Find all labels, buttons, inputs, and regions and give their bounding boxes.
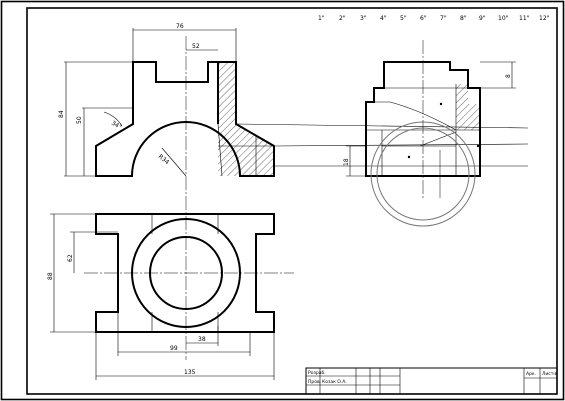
dim-38: 38 xyxy=(198,336,206,343)
projection-line-2 xyxy=(273,143,529,147)
title-block-frame xyxy=(305,367,558,395)
tb-row1-label: Розраб. xyxy=(308,370,326,376)
tb-sheet-label: Арк. xyxy=(526,371,536,377)
dim-99: 99 xyxy=(170,345,178,352)
side-dimensions: 8 18 xyxy=(343,61,516,177)
header-label-5: 5" xyxy=(400,15,407,22)
tb-row2-label: Пров. xyxy=(308,379,321,385)
dim-88: 88 xyxy=(47,272,54,280)
dim-arc-34deg xyxy=(103,111,123,127)
side-point-2 xyxy=(407,155,411,159)
header-label-7: 7" xyxy=(440,15,447,22)
dim-18: 18 xyxy=(343,158,350,166)
side-view xyxy=(365,40,481,227)
front-section-hatch xyxy=(218,62,274,176)
projection-line-1 xyxy=(235,123,529,129)
dim-52: 52 xyxy=(192,43,200,50)
front-section-line-2 xyxy=(217,123,223,177)
dim-34deg: 34° xyxy=(110,120,123,131)
front-view xyxy=(95,36,275,360)
front-dimensions: 76 52 84 50 34° R34 xyxy=(58,23,237,177)
tb-sheets-label: Листів xyxy=(542,371,558,377)
header-label-11: 11" xyxy=(519,15,530,22)
dim-76: 76 xyxy=(176,23,184,30)
header-label-3: 3" xyxy=(360,15,367,22)
side-point-3 xyxy=(476,144,480,148)
dim-135: 135 xyxy=(184,369,196,376)
header-label-12: 12" xyxy=(539,15,550,22)
side-intersection-curve xyxy=(389,101,457,131)
dim-8: 8 xyxy=(505,74,512,78)
header-label-4: 4" xyxy=(380,15,387,22)
top-dimensions: 88 62 99 38 135 xyxy=(47,213,275,380)
header-label-2: 2" xyxy=(339,15,346,22)
dim-50: 50 xyxy=(76,116,83,124)
title-block: Розраб. Пров. Козак О.А. Арк. Листів xyxy=(305,367,558,395)
tb-author-name: Козак О.А. xyxy=(322,379,347,385)
header-labels: 1" 2" 3" 4" 5" 6" 7" 8" 9" 10" 11" 12" xyxy=(318,15,550,22)
side-inner-diagonal xyxy=(419,131,457,147)
header-label-10: 10" xyxy=(498,15,509,22)
header-label-8: 8" xyxy=(460,15,467,22)
header-label-1: 1" xyxy=(318,15,325,22)
header-label-6: 6" xyxy=(420,15,427,22)
dim-62: 62 xyxy=(67,254,74,262)
header-label-9: 9" xyxy=(479,15,486,22)
dim-84: 84 xyxy=(58,110,65,118)
drawing-frame xyxy=(26,7,558,395)
side-section-hatch xyxy=(456,84,480,130)
side-point-1 xyxy=(439,102,443,106)
front-outline xyxy=(95,61,275,177)
dim-leader-r34 xyxy=(161,147,187,177)
